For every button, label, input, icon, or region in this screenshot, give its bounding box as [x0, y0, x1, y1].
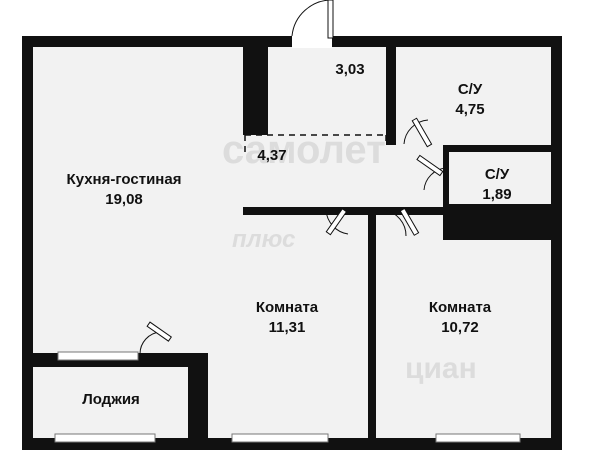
- hallway-upper: [268, 47, 386, 135]
- wall-bath2-block: [443, 204, 551, 240]
- room-2: [376, 215, 551, 438]
- windows: [54, 351, 521, 443]
- wall-bath2-left: [443, 150, 449, 210]
- loggia-door-leaf: [146, 321, 173, 342]
- hall-upper-label: 3,03: [335, 60, 364, 80]
- room2-area: 10,72: [441, 319, 479, 336]
- entrance-door-gap: [292, 34, 332, 48]
- bath2-door-leaf: [416, 154, 444, 177]
- bath2-area: 1,89: [482, 186, 512, 203]
- room1-name: Комната: [255, 299, 319, 316]
- entrance-door-arc: [291, 0, 332, 37]
- loggia: [33, 367, 188, 438]
- window-room-1: [231, 433, 329, 443]
- bathroom-2: [449, 152, 551, 204]
- room2-name: Комната: [428, 299, 492, 316]
- room-1: [208, 215, 368, 438]
- bath1-door-arc: [403, 119, 429, 145]
- kitchen-area: 19,08: [105, 191, 143, 208]
- room2-door-arc: [383, 209, 407, 237]
- bath1-door-leaf: [411, 117, 433, 148]
- room1-area: 11,31: [268, 319, 306, 336]
- hall-lower-label: 4,37: [257, 146, 286, 166]
- bath1-name: С/У: [457, 81, 483, 98]
- loggia-name: Лоджия: [82, 391, 140, 408]
- entrance-door-leaf: [327, 0, 334, 39]
- bath1-label: С/У 4,75: [455, 80, 484, 120]
- kitchen-label: Кухня-гостиная 19,08: [67, 170, 182, 210]
- bath2-label: С/У 1,89: [482, 165, 511, 205]
- room1-label: Комната 11,31: [256, 298, 318, 338]
- wall-hall-bath: [386, 47, 396, 145]
- room2-door-leaf: [399, 207, 420, 236]
- room1-door-leaf: [325, 208, 348, 236]
- hall-lower-area: 4,37: [257, 147, 287, 164]
- window-loggia-bottom: [54, 433, 156, 443]
- bath2-door-arc: [423, 167, 447, 191]
- window-room-2: [435, 433, 521, 443]
- hall-upper-area: 3,03: [335, 61, 365, 78]
- doors: [139, 0, 447, 355]
- window-loggia-top: [57, 351, 139, 361]
- wall-pillar: [250, 47, 268, 107]
- bath1-area: 4,75: [455, 101, 485, 118]
- kitchen-name: Кухня-гостиная: [66, 171, 182, 188]
- loggia-label: Лоджия: [82, 390, 140, 410]
- bath2-name: С/У: [484, 166, 510, 183]
- room2-label: Комната 10,72: [429, 298, 491, 338]
